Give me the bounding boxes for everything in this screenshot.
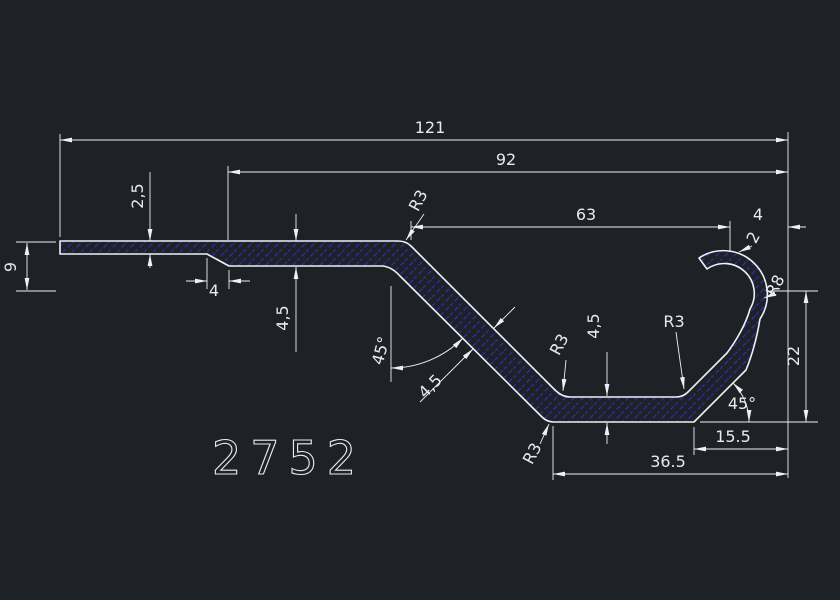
dim-right-height: 22	[784, 291, 809, 422]
dim-upper-width-label: 92	[496, 150, 516, 169]
dim-overall-width-label: 121	[415, 118, 446, 137]
dim-bottom-right-width-label: 15.5	[715, 427, 751, 446]
dim-hook-thickness-label: 2	[742, 228, 764, 246]
dim-strip-thickness-label: 4,5	[273, 305, 292, 330]
dim-left-height-label: 9	[1, 262, 20, 272]
dim-fillet-top-label: R3	[405, 187, 432, 215]
dim-fillet-mid-label: R3	[546, 331, 573, 359]
dim-bottom-width: 36.5	[553, 452, 788, 477]
dim-left-thickness: 2,5	[128, 172, 153, 268]
dim-fillet-right-label: R3	[663, 312, 684, 331]
dim-bottom-thickness: 4,5	[584, 313, 610, 444]
dim-overall-width: 121	[60, 118, 788, 143]
dim-hook-offset-label: 4	[753, 205, 763, 224]
dim-right-height-label: 22	[784, 346, 803, 366]
dim-angle-right: 45°	[728, 382, 756, 423]
dim-bottom-right-width: 15.5	[694, 427, 788, 452]
dim-fillet-bottom-label: R3	[519, 440, 546, 468]
dim-hook-offset: 4	[753, 205, 806, 230]
dim-bottom-width-label: 36.5	[650, 452, 686, 471]
dim-fillet-top: R3	[405, 187, 432, 241]
dim-hook-thickness: 2	[738, 228, 764, 253]
dim-mid-width: 63	[411, 205, 730, 230]
dim-strip-thickness: 4,5	[273, 214, 299, 352]
dim-left-height: 9	[1, 243, 30, 290]
dim-diag-thickness-label: 4,5	[414, 370, 445, 401]
dim-angle-left: 45°	[368, 334, 464, 371]
dim-bottom-thickness-label: 4,5	[584, 313, 603, 338]
dim-step-length: 4	[186, 278, 250, 300]
dim-fillet-mid: R3	[546, 331, 573, 392]
dim-fillet-right: R3	[663, 312, 685, 390]
dim-fillet-bottom: R3	[519, 423, 550, 468]
dim-step-length-label: 4	[209, 281, 219, 300]
part-number-label: 2752	[212, 431, 365, 485]
dim-left-thickness-label: 2,5	[128, 183, 147, 208]
dim-angle-right-label: 45°	[728, 394, 756, 413]
dim-mid-width-label: 63	[576, 205, 596, 224]
dim-angle-left-label: 45°	[368, 334, 394, 366]
profile-outline	[59, 240, 769, 423]
dim-upper-width: 92	[228, 150, 788, 175]
